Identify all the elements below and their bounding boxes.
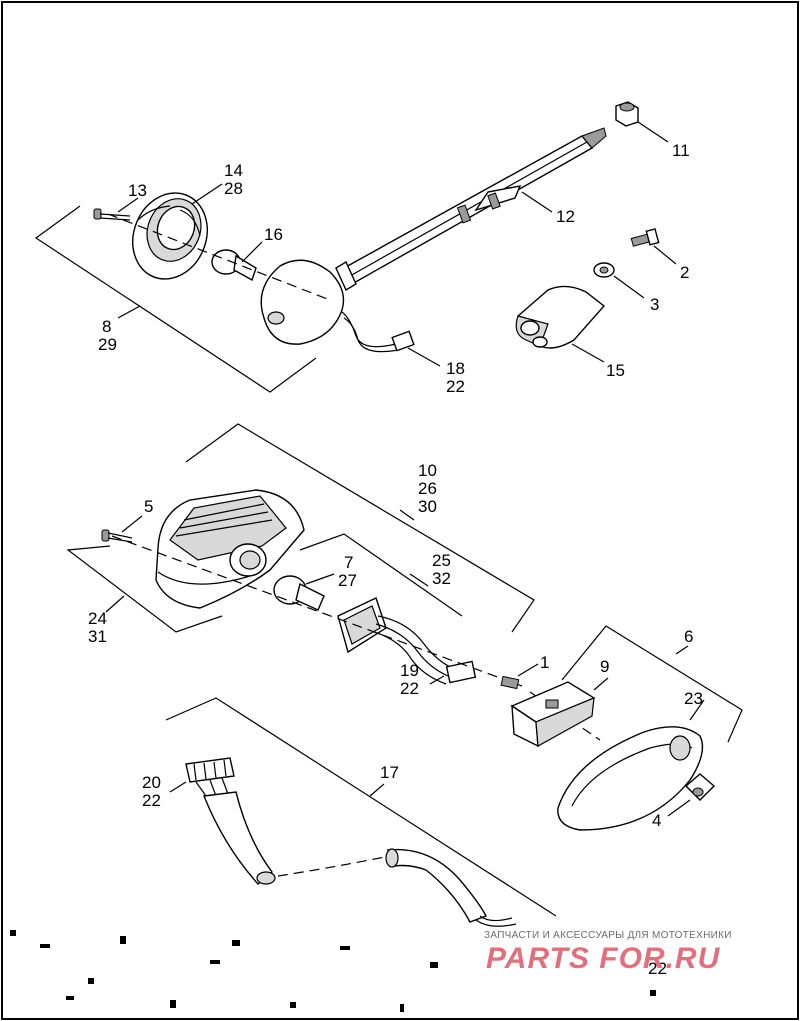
bracket-6: [561, 625, 743, 743]
part-12-stalk: [335, 127, 607, 292]
callout-18: 18: [446, 359, 465, 378]
callout-29: 29: [98, 335, 117, 354]
watermark: ЗАПЧАСТИ И АКСЕССУАРЫ ДЛЯ МОТОТЕХНИКИ PA…: [484, 930, 732, 975]
callout-1: 1: [540, 653, 549, 672]
callout-16: 16: [264, 225, 283, 244]
assembly-axis-middle: [111, 535, 523, 687]
part-1-screw: [500, 663, 539, 690]
part-3-washer: [593, 262, 645, 299]
part-9-bracket: [510, 677, 609, 748]
callout-26: 26: [418, 479, 437, 498]
leader-10: [399, 509, 415, 521]
bracket-8-29: [34, 205, 317, 393]
assembly-axis-right: [529, 691, 601, 741]
leader-6: [675, 645, 689, 655]
scan-noise: [10, 930, 656, 1012]
callout-6: 6: [684, 627, 693, 646]
leader-17: [369, 783, 385, 797]
callout-13: 13: [128, 181, 147, 200]
callout-25: 25: [432, 551, 451, 570]
callout-7: 7: [344, 553, 353, 572]
callout-19: 19: [400, 661, 419, 680]
callout-3: 3: [650, 295, 659, 314]
callout-22-a: 22: [446, 377, 465, 396]
callout-23: 23: [684, 689, 703, 708]
watermark-brand: PARTS FOR.RU: [486, 942, 721, 975]
callout-28: 28: [224, 179, 243, 198]
leader-24: [105, 595, 125, 613]
part-13-screw: [93, 197, 139, 221]
callout-10: 10: [418, 461, 437, 480]
callout-27: 27: [338, 571, 357, 590]
callout-22-d: 22: [648, 959, 667, 978]
part-5-screw: [101, 515, 143, 543]
callout-11: 11: [672, 141, 690, 160]
part-14-rim: [132, 183, 223, 280]
callout-17: 17: [380, 763, 399, 782]
callout-5: 5: [144, 497, 153, 516]
watermark-tagline: ЗАПЧАСТИ И АКСЕССУАРЫ ДЛЯ МОТОТЕХНИКИ: [484, 930, 732, 941]
part-11-nut: [615, 101, 669, 143]
part-20-harness: [169, 757, 517, 927]
callout-32: 32: [432, 569, 451, 588]
callout-8: 8: [102, 317, 111, 336]
bracket-25-32: [299, 533, 463, 617]
part-24-taillamp: [155, 489, 305, 609]
callout-22-b: 22: [400, 679, 419, 698]
part-18-housing: [260, 259, 441, 367]
callout-4: 4: [652, 811, 661, 830]
part-15-cover: [515, 285, 606, 363]
part-23-plate-bracket: [557, 699, 705, 831]
callout-2: 2: [680, 263, 689, 282]
part-25-socket: [299, 533, 477, 685]
part-2-screw: [630, 228, 677, 265]
callout-14: 14: [224, 161, 243, 180]
callout-22-c: 22: [142, 791, 161, 810]
part-16-bulb: [211, 241, 263, 282]
callout-12: 12: [556, 207, 575, 226]
part-4-lamp: [667, 773, 716, 817]
bracket-24-31: [66, 545, 223, 633]
callout-31: 31: [88, 627, 107, 646]
callout-30: 30: [418, 497, 437, 516]
bracket-17: [165, 697, 557, 917]
callout-15: 15: [606, 361, 625, 380]
leader-8: [117, 305, 141, 319]
callout-9: 9: [600, 657, 609, 676]
callout-24: 24: [88, 609, 107, 628]
bracket-10-26-30: [185, 423, 535, 633]
assembly-axis-top: [107, 213, 331, 301]
callout-20: 20: [142, 773, 161, 792]
part-7-bulb: [273, 573, 335, 611]
